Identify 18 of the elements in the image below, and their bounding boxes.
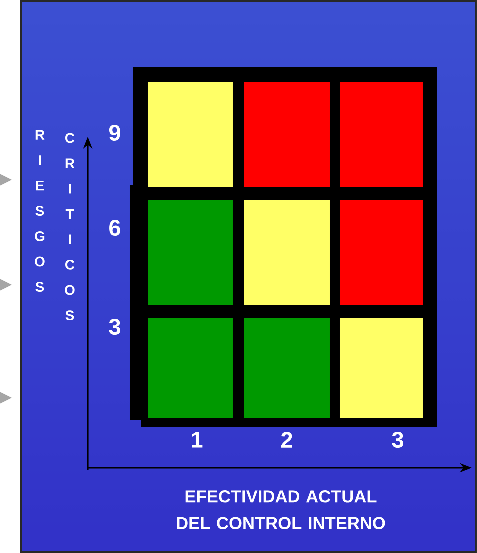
grid-cell [244,318,330,418]
grid-cell [148,200,233,305]
grid-cell [148,318,233,418]
grid-cell [244,82,330,187]
tick-label: 9 [110,124,120,142]
grid-cell [340,200,423,305]
axis-title: CRITICOS [65,133,75,321]
axis-title: RIESGOS [35,130,45,292]
axis-title: EFECTIVIDAD ACTUAL DEL CONTROL INTERNO [177,490,386,530]
tick-label: 6 [110,220,120,236]
grid-cell [244,200,330,305]
grid-cell [340,82,423,187]
tick-label: 1 [192,432,203,448]
grid-cell [148,82,233,187]
tick-label: 3 [392,432,404,448]
grid-cell [340,318,423,418]
tick-label: 3 [109,318,120,336]
tick-label: 2 [282,432,292,448]
